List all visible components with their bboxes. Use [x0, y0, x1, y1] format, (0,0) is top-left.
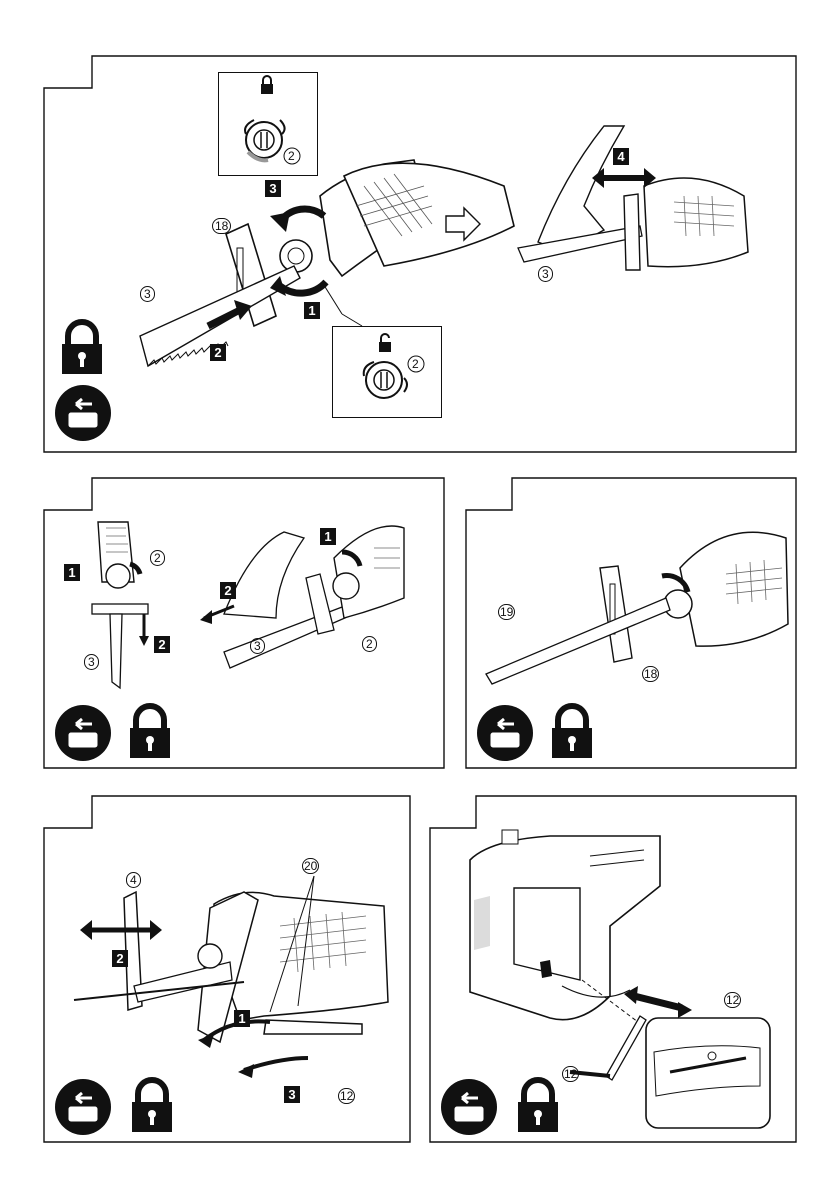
callout-20: 20: [302, 858, 319, 874]
figure-shoe-adjustment: 2 1 3 4 20 12: [44, 796, 410, 1142]
step-badge-4: 4: [613, 148, 629, 165]
step-badge-3: 3: [284, 1086, 300, 1103]
unlocked-detail-inset: 2: [332, 326, 442, 418]
step-badge-1: 1: [234, 1010, 250, 1027]
callout-3-right: 3: [538, 266, 553, 282]
callout-18: 18: [642, 666, 659, 682]
callout-19: 19: [498, 604, 515, 620]
callout-2-unlocked: 2: [412, 357, 419, 371]
callout-12b: 12: [562, 1066, 579, 1082]
figure-blade-installation: 2: [44, 56, 796, 452]
step-badge-1b: 1: [320, 528, 336, 545]
step-badge-2: 2: [154, 636, 170, 653]
battery-removal-icon: [476, 704, 534, 762]
callout-2: 2: [288, 149, 295, 163]
callout-3b: 3: [250, 638, 265, 654]
battery-removal-icon: [54, 1078, 112, 1136]
locked-detail-inset: 2: [218, 72, 318, 176]
step-badge-1: 1: [64, 564, 80, 581]
step-badge-1: 1: [304, 302, 320, 319]
callout-3: 3: [84, 654, 99, 670]
figure-blade-removal: 1 2 1 2 2 3 3 2: [44, 478, 444, 768]
callout-2b: 2: [362, 636, 377, 652]
lock-icon: [126, 704, 174, 760]
lock-icon: [128, 1078, 176, 1134]
step-badge-2: 2: [210, 344, 226, 361]
callout-18: 18: [212, 218, 231, 234]
lock-icon: [548, 704, 596, 760]
callout-2: 2: [150, 550, 165, 566]
callout-12: 12: [338, 1088, 355, 1104]
figure-wrench-storage: 12 12: [430, 796, 796, 1142]
figure-long-blade: 19 18: [466, 478, 796, 768]
step-badge-2b: 2: [220, 582, 236, 599]
battery-removal-icon: [54, 704, 112, 762]
lock-icon: [514, 1078, 562, 1134]
callout-12: 12: [724, 992, 741, 1008]
callout-4: 4: [126, 872, 141, 888]
step-badge-2: 2: [112, 950, 128, 967]
step-badge-3: 3: [265, 180, 281, 197]
battery-removal-icon: [54, 384, 112, 442]
callout-3: 3: [140, 286, 155, 302]
lock-icon: [58, 320, 106, 374]
battery-removal-icon: [440, 1078, 498, 1136]
